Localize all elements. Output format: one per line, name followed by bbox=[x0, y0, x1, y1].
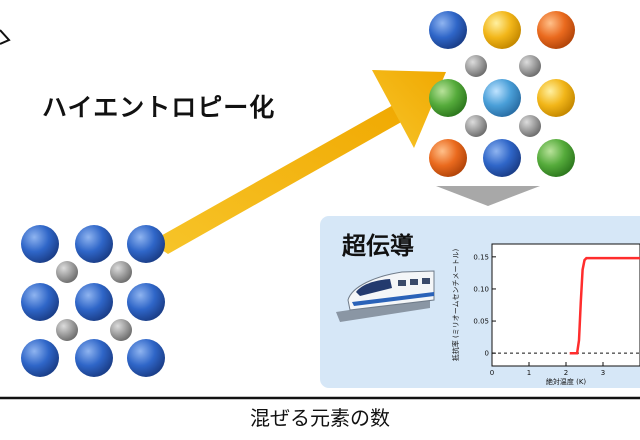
maglev-train-icon bbox=[336, 270, 435, 322]
blue-atom bbox=[127, 225, 165, 263]
green-atom bbox=[537, 139, 575, 177]
yellow-atom bbox=[537, 79, 575, 117]
orange-atom bbox=[537, 11, 575, 49]
gray-atom bbox=[110, 261, 132, 283]
blue-atom bbox=[75, 339, 113, 377]
blue-atom bbox=[127, 283, 165, 321]
green-atom bbox=[429, 79, 467, 117]
superconductivity-title: 超伝導 bbox=[342, 232, 414, 260]
x-axis-label: 混ぜる元素の数 bbox=[250, 406, 390, 430]
high-entropy-label: ハイエントロピー化 bbox=[42, 93, 276, 122]
single-element-lattice bbox=[21, 225, 165, 377]
y-axis-arrow bbox=[0, 29, 11, 45]
blue-atom bbox=[21, 225, 59, 263]
gray-atom bbox=[519, 55, 541, 77]
y-tick-label: 0.05 bbox=[473, 318, 489, 326]
chart-plot-area bbox=[491, 243, 640, 367]
gray-atom bbox=[56, 319, 78, 341]
chart-ticks: 0 1 2 3 0 0.05 0.10 0.15 bbox=[473, 253, 605, 377]
blue-atom bbox=[127, 339, 165, 377]
high-entropy-arrow bbox=[150, 70, 446, 254]
gray-atom bbox=[56, 261, 78, 283]
blue-atom bbox=[75, 225, 113, 263]
lightblue-atom bbox=[483, 79, 521, 117]
x-tick-label: 0 bbox=[490, 369, 494, 377]
gray-atom bbox=[465, 115, 487, 137]
yellow-atom bbox=[483, 11, 521, 49]
x-tick-label: 1 bbox=[527, 369, 531, 377]
high-entropy-lattice bbox=[429, 11, 575, 177]
blue-atom bbox=[21, 339, 59, 377]
blue-atom bbox=[429, 11, 467, 49]
blue-atom bbox=[75, 283, 113, 321]
x-tick-label: 3 bbox=[601, 369, 605, 377]
chart-ylabel: 抵抗率 (ミリオームセンチメートル) bbox=[451, 248, 460, 361]
blue-atom bbox=[21, 283, 59, 321]
gray-atom bbox=[519, 115, 541, 137]
blue-atom bbox=[483, 139, 521, 177]
orange-atom bbox=[429, 139, 467, 177]
down-arrow-icon bbox=[436, 186, 540, 206]
y-tick-label: 0.10 bbox=[473, 285, 489, 293]
resistivity-series-line bbox=[569, 256, 640, 355]
chart-xlabel: 絶対温度 (K) bbox=[546, 377, 587, 386]
gray-atom bbox=[110, 319, 132, 341]
y-tick-label: 0.15 bbox=[473, 253, 489, 261]
gray-atom bbox=[465, 55, 487, 77]
y-tick-label: 0 bbox=[485, 350, 489, 358]
x-tick-label: 2 bbox=[564, 369, 568, 377]
resistivity-chart: 0 1 2 3 0 0.05 0.10 0.15 絶対温度 (K) 抵抗率 (ミリオームセンチ… bbox=[451, 243, 640, 386]
